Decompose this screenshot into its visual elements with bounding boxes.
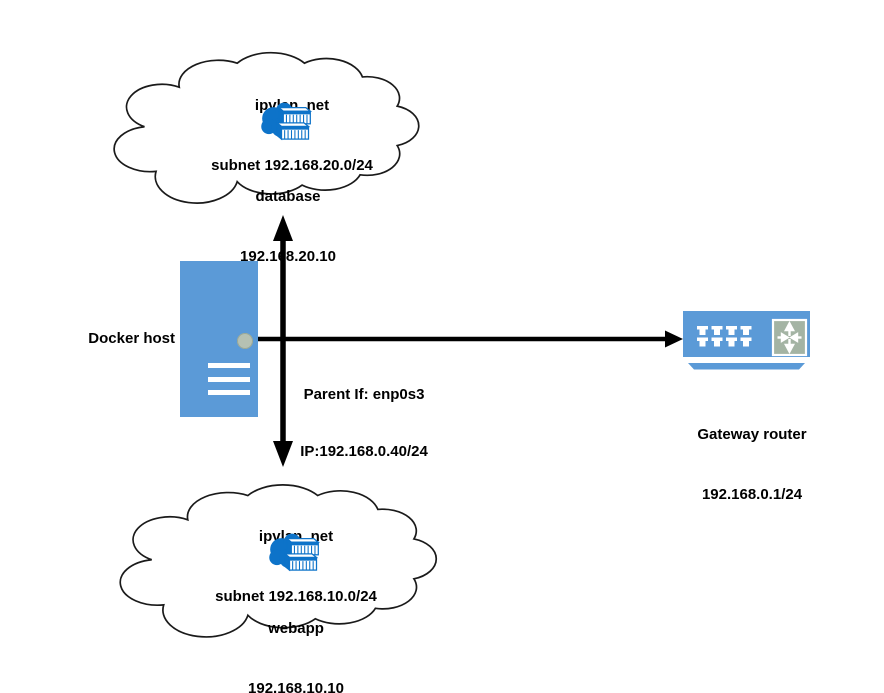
docker-host-label: Docker host (88, 330, 175, 347)
container-name-label: webapp (268, 620, 324, 637)
gateway-router-label: Gateway router 192.168.0.1/24 (672, 385, 832, 545)
server-vent (208, 390, 250, 395)
uplink-ip-label: IP:192.168.0.40/24 (300, 443, 428, 460)
server-vent (208, 377, 250, 382)
routing-symbol-icon (771, 318, 808, 357)
container-stack (275, 106, 313, 141)
router-ip-label: 192.168.0.1/24 (701, 486, 803, 503)
container-instances-icon (261, 102, 313, 141)
container-label-bottom: webapp 192.168.10.10 (131, 579, 461, 693)
container-ip-label: 192.168.20.10 (240, 248, 336, 265)
server-vent (208, 363, 250, 368)
router-name-label: Gateway router (697, 426, 807, 443)
docker-host-server-icon (180, 261, 258, 417)
network-subnet-label: subnet 192.168.20.0/24 (211, 157, 373, 174)
gateway-router-icon (683, 311, 810, 370)
router-base (688, 363, 805, 370)
ethernet-ports-icon (697, 326, 752, 347)
container-name-label: database (255, 188, 321, 205)
container-label-top: database 192.168.20.10 (123, 147, 453, 307)
uplink-label: Parent If: enp0s3 IP:192.168.0.40/24 (254, 347, 474, 499)
uplink-interface-label: Parent If: enp0s3 (303, 386, 425, 403)
container-stack (283, 537, 321, 572)
container-ip-label: 192.168.10.10 (248, 680, 344, 693)
uplink-arrow (257, 330, 683, 348)
power-button-icon (237, 333, 253, 349)
container-instances-icon (269, 533, 321, 572)
network-subnet-label: subnet 192.168.10.0/24 (215, 588, 377, 605)
